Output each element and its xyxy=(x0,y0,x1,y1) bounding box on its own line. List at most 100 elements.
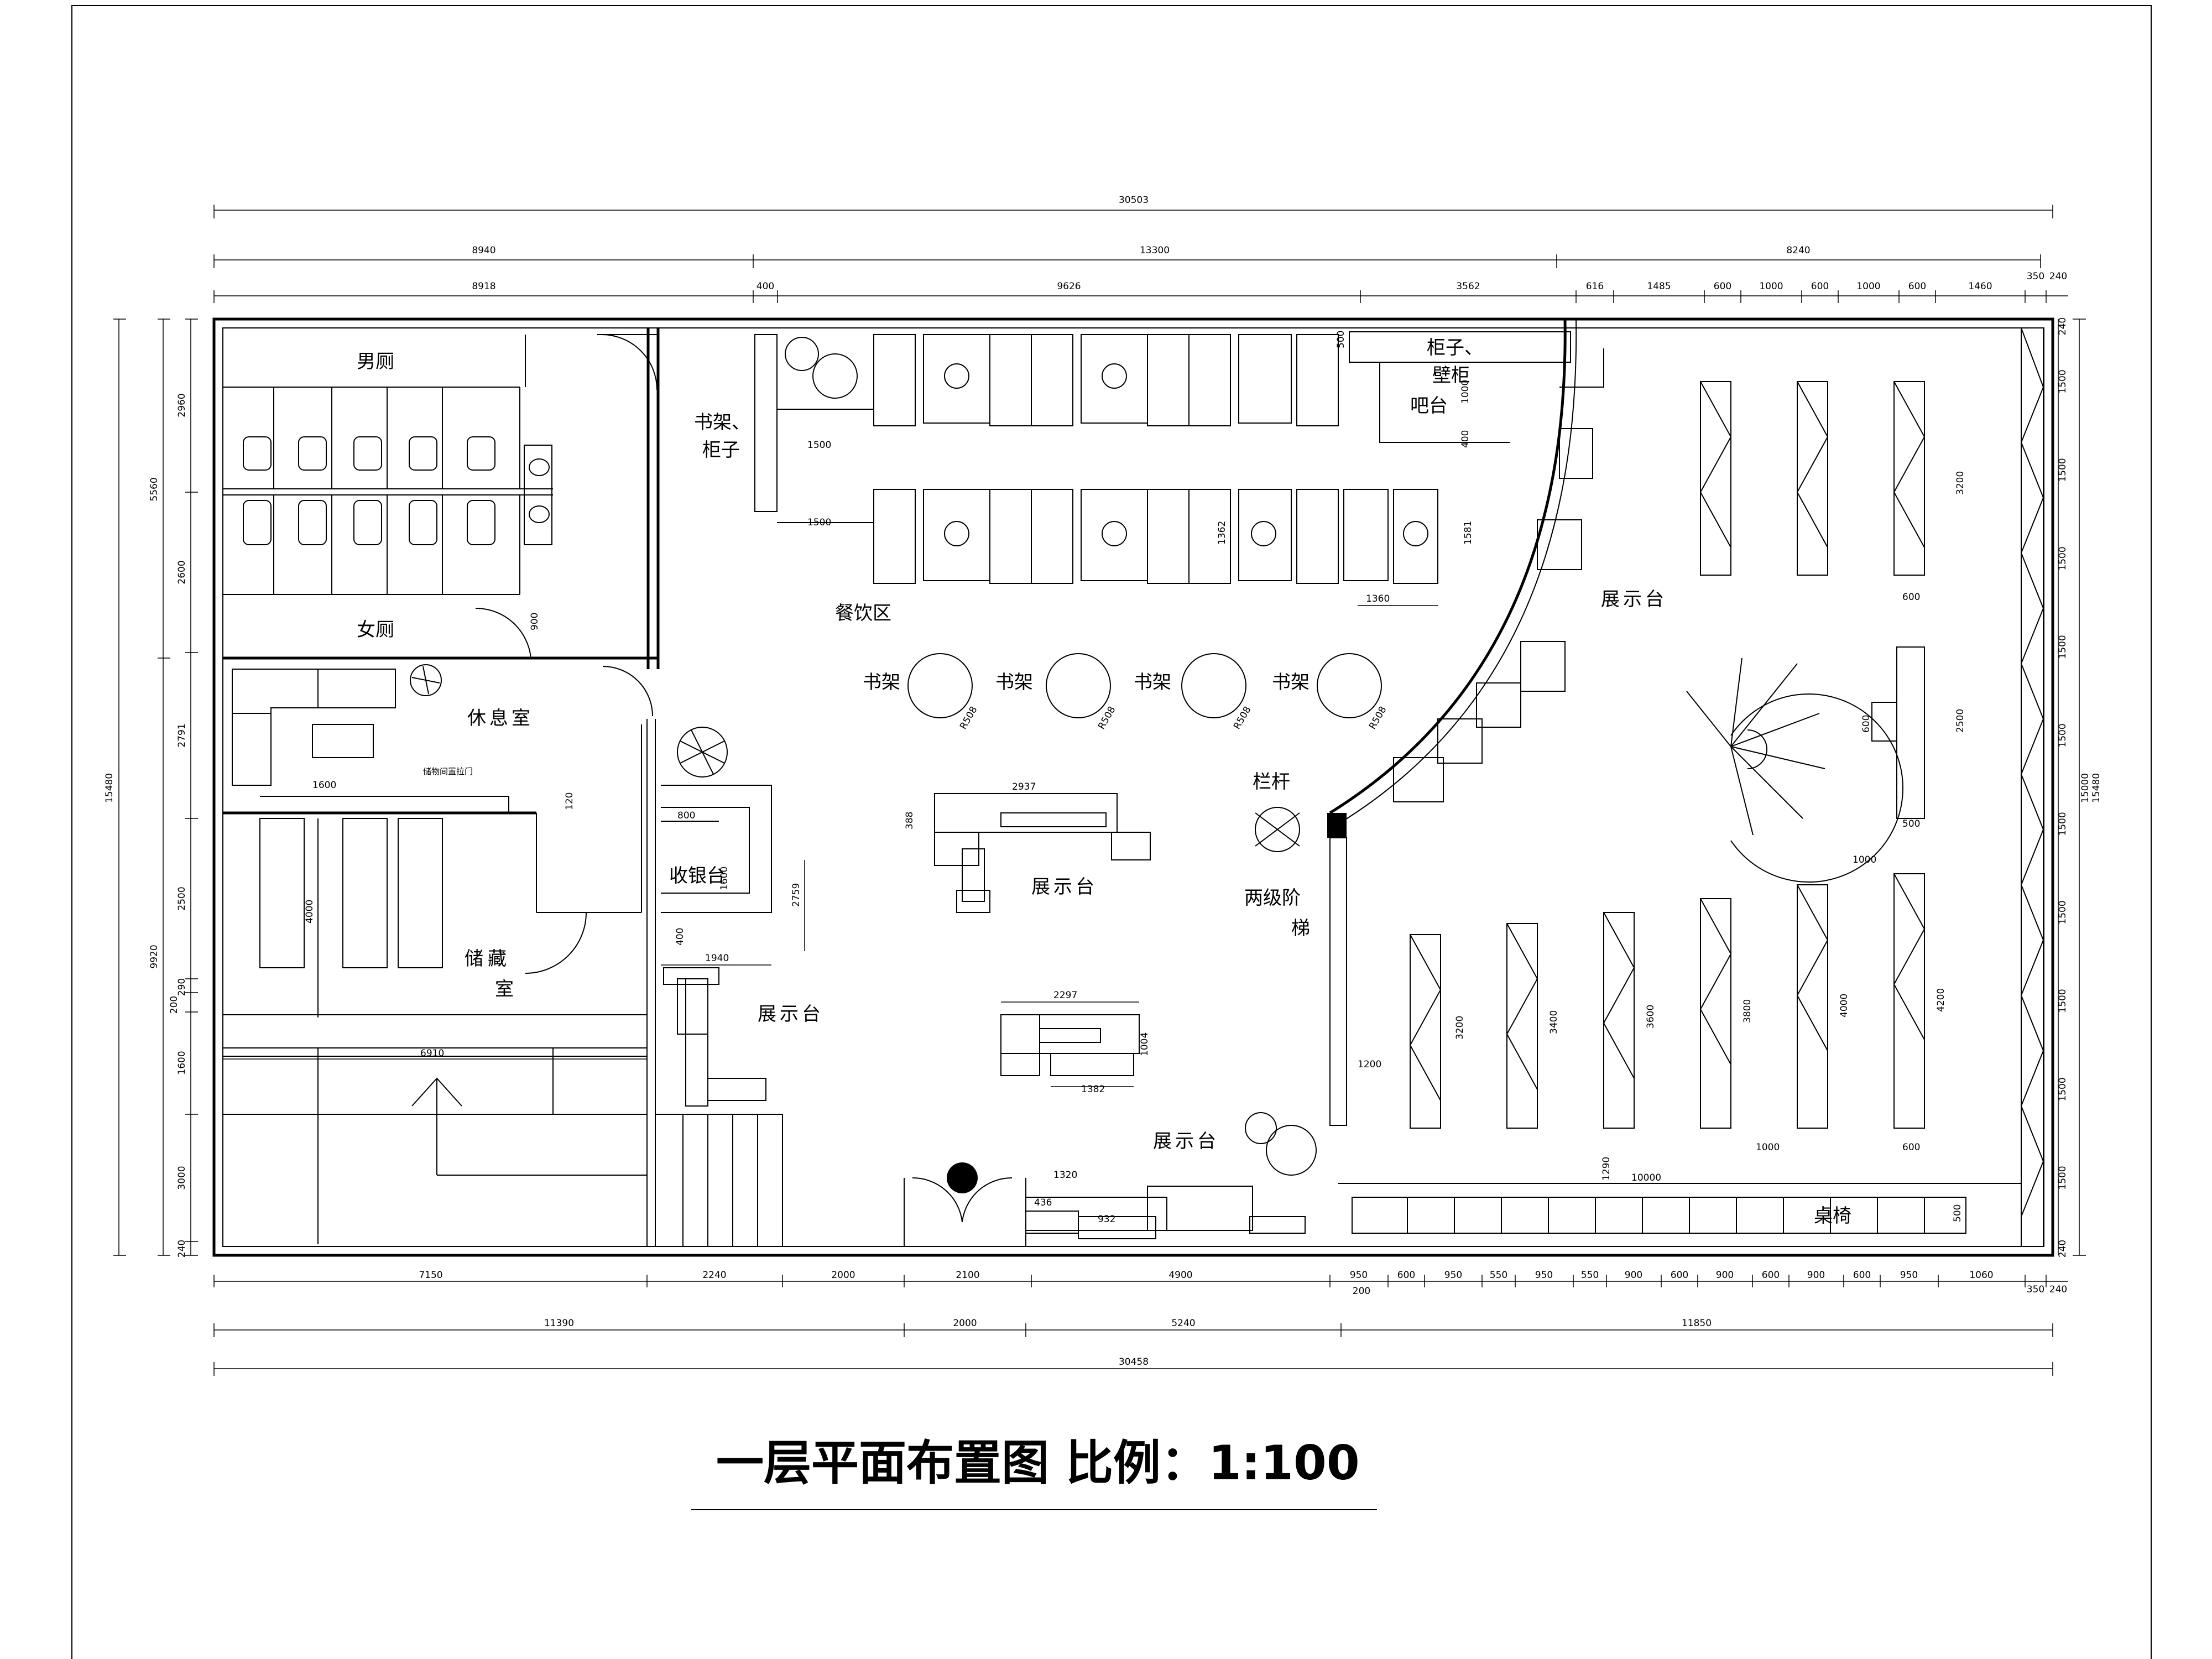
dim-932: 932 xyxy=(1098,1214,1115,1225)
wash-basins xyxy=(524,445,552,545)
dim-2500: 2500 xyxy=(1955,709,1966,733)
right-dimensions: 15480 15000 240 1500 1500 1500 1500 1500… xyxy=(2057,317,2102,1258)
top-dimensions: 30503 8940 13300 8240 8918 400 9626 3562… xyxy=(213,195,2068,303)
dim-800: 800 xyxy=(677,810,695,821)
dim-10000: 10000 xyxy=(1631,1172,1661,1183)
dim-left-row2-8: 3000 xyxy=(176,1166,187,1190)
dim-3400: 3400 xyxy=(1548,1010,1559,1034)
dim-bottom-row1-3: 2000 xyxy=(831,1270,855,1281)
dim-3200-top: 3200 xyxy=(1955,471,1966,495)
dim-top-row2-6: 1485 xyxy=(1647,281,1671,292)
label-bookshelf-round-3: 书架 xyxy=(1134,671,1171,693)
dim-right-overall-1: 15480 xyxy=(2091,773,2102,803)
dim-r508-3: R508 xyxy=(1232,705,1253,731)
spiral-staircase xyxy=(1686,658,1903,883)
dim-bottom-row1-2: 2240 xyxy=(702,1270,726,1281)
dim-bottom-row1-14: 900 xyxy=(1716,1270,1734,1281)
dim-bottom-row1-15: 600 xyxy=(1762,1270,1780,1281)
dim-top-row2-12: 1460 xyxy=(1968,281,1992,292)
bottom-book-racks xyxy=(1409,873,1926,1129)
dim-388: 388 xyxy=(904,812,915,830)
dim-2937: 2937 xyxy=(1012,781,1036,792)
cashier-counter xyxy=(661,785,772,913)
dim-top-row2-9: 600 xyxy=(1811,281,1829,292)
dim-bottom-row2-4: 11850 xyxy=(1682,1318,1712,1329)
dim-r508-4: R508 xyxy=(1367,705,1389,731)
label-display-left: 展示台 xyxy=(758,1003,824,1025)
dim-1200: 1200 xyxy=(1358,1059,1381,1070)
label-storage-1: 储藏 xyxy=(465,948,511,970)
dim-right-row-9: 1500 xyxy=(2057,989,2068,1013)
dim-3200: 3200 xyxy=(1454,1016,1465,1040)
mid-right-cabinet xyxy=(1871,646,1925,819)
right-wall-shelving xyxy=(2020,327,2044,1247)
dim-top-row2-1: 8918 xyxy=(472,281,495,292)
dim-bottom-row1-20: 350 xyxy=(2027,1284,2044,1295)
dim-bottom-row1-10: 950 xyxy=(1535,1270,1553,1281)
dim-1600-cash: 1600 xyxy=(719,867,730,890)
center-display-table-2 xyxy=(1000,1014,1140,1076)
dim-bottom-row1-6: 950 xyxy=(1350,1270,1368,1281)
dim-top-row2-5: 616 xyxy=(1586,281,1604,292)
label-railing: 栏杆 xyxy=(1253,771,1290,793)
dim-left-row2-6: 290 xyxy=(176,978,187,996)
dim-3800: 3800 xyxy=(1742,999,1753,1023)
dim-2297: 2297 xyxy=(1053,990,1077,1001)
mens-toilet-stalls xyxy=(223,387,520,489)
dim-left-row2-4: 2500 xyxy=(176,886,187,910)
dim-400: 400 xyxy=(1460,430,1471,448)
dim-bottom-row1-4: 2100 xyxy=(956,1270,979,1281)
bottom-display-table xyxy=(1025,1186,1306,1239)
dim-top-row1-2: 13300 xyxy=(1140,245,1170,256)
dim-bottom-row1-5: 4900 xyxy=(1168,1270,1192,1281)
dim-top-row2-2: 400 xyxy=(757,281,774,292)
dim-bottom-row1-19: 1060 xyxy=(1969,1270,1993,1281)
dim-overall-top: 30503 xyxy=(1119,195,1149,206)
dim-right-overall-2: 15000 xyxy=(2080,773,2091,803)
dim-1290: 1290 xyxy=(1601,1157,1612,1181)
drawing-title: 一层平面布置图 比例：1:100 xyxy=(716,1436,1360,1491)
stair-plant-icon xyxy=(1255,807,1300,852)
exterior-walls xyxy=(212,317,2054,1257)
sheet-frame xyxy=(71,5,2152,1659)
label-desk-chair: 桌椅 xyxy=(1814,1205,1851,1227)
label-lounge-note: 储物间置拉门 xyxy=(423,766,473,776)
label-bookshelf-round-1: 书架 xyxy=(863,671,900,693)
dim-bottom-row1-8: 950 xyxy=(1444,1270,1462,1281)
top-book-racks xyxy=(1699,381,1926,576)
dim-bottom-row1-1: 7150 xyxy=(419,1270,442,1281)
left-zone-walls xyxy=(223,328,660,1247)
cashier-plant-icon xyxy=(677,727,728,778)
dim-r508-2: R508 xyxy=(1096,705,1118,731)
dim-top-row2-10: 1000 xyxy=(1856,281,1880,292)
dim-right-row-5: 1500 xyxy=(2057,635,2068,659)
dim-4000-storage: 4000 xyxy=(304,900,315,924)
dim-bottom-row1-21: 240 xyxy=(2049,1284,2067,1295)
dining-tables xyxy=(873,334,1438,584)
label-bookshelf-cabinet-2: 柜子 xyxy=(702,439,740,461)
bookshelf-wall-left xyxy=(754,334,874,523)
bottom-plant-icon xyxy=(1245,1112,1317,1176)
dim-600-shelf: 600 xyxy=(1902,1142,1920,1153)
left-display-table xyxy=(663,967,766,1107)
dim-bottom-extra: 200 xyxy=(1353,1286,1370,1297)
dim-1500b: 1500 xyxy=(807,517,831,528)
curved-display-steps xyxy=(1393,348,1604,802)
dim-3600: 3600 xyxy=(1645,1005,1656,1029)
dim-r508-1: R508 xyxy=(958,705,979,731)
lounge-sofa xyxy=(232,669,396,786)
dim-500-desk: 500 xyxy=(1952,1204,1963,1222)
dim-right-row-1: 240 xyxy=(2057,317,2068,335)
label-display-bottom: 展示台 xyxy=(1153,1130,1219,1152)
dim-bottom-row2-2: 2000 xyxy=(953,1318,977,1329)
dim-120: 120 xyxy=(564,792,575,810)
dim-top-row2-8: 1000 xyxy=(1759,281,1783,292)
dim-1000-bar: 1000 xyxy=(1460,380,1471,404)
dim-4000: 4000 xyxy=(1839,994,1850,1018)
label-stairs-2: 梯 xyxy=(1291,917,1310,940)
dim-bottom-row2-1: 11390 xyxy=(544,1318,574,1329)
dim-left-row1-2: 9920 xyxy=(149,945,160,968)
dim-6910: 6910 xyxy=(420,1048,444,1059)
dim-1000-shelf: 1000 xyxy=(1756,1142,1780,1153)
